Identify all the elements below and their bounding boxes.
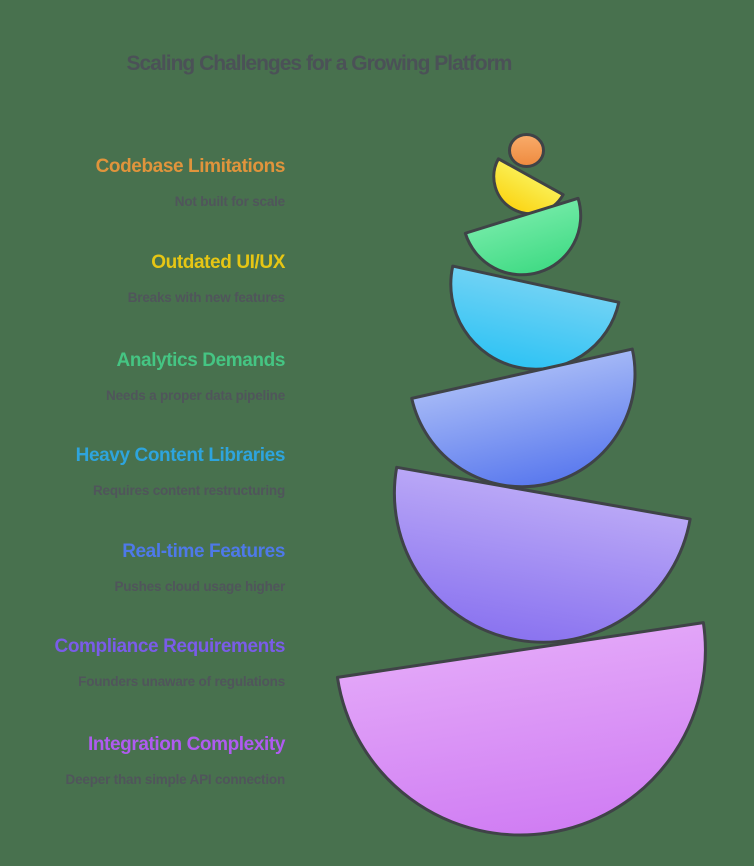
half-integration-complexity [335, 621, 707, 837]
challenge-item-integration-complexity: Integration Complexity Deeper than simpl… [65, 734, 286, 789]
item-subtitle: Deeper than simple API connection [65, 772, 286, 787]
challenge-item-compliance-requirements: Compliance Requirements Founders unaware… [54, 636, 286, 691]
half-heavy-content-libraries [449, 264, 621, 371]
half-real-time-features [410, 347, 637, 489]
item-label: Heavy Content Libraries [75, 445, 286, 466]
item-label: Compliance Requirements [54, 636, 286, 657]
challenge-item-codebase-limitations: Codebase Limitations Not built for scale [95, 156, 286, 211]
item-subtitle: Pushes cloud usage higher [114, 579, 285, 594]
item-label: Integration Complexity [87, 734, 285, 755]
challenge-item-outdated-uiux: Outdated UI/UX Breaks with new features [127, 252, 286, 307]
item-label: Analytics Demands [116, 350, 286, 371]
item-label: Outdated UI/UX [151, 252, 285, 273]
item-label: Real-time Features [122, 541, 285, 562]
half-analytics-demands [463, 196, 583, 277]
disc-codebase-limitations [508, 133, 545, 168]
challenge-item-analytics-demands: Analytics Demands Needs a proper data pi… [106, 350, 285, 405]
item-label: Codebase Limitations [95, 156, 286, 177]
challenge-item-real-time-features: Real-time Features Pushes cloud usage hi… [114, 541, 285, 596]
page-title: Scaling Challenges for a Growing Platfor… [126, 52, 513, 75]
half-compliance-requirements [392, 465, 692, 644]
item-subtitle: Needs a proper data pipeline [106, 388, 285, 403]
item-subtitle: Breaks with new features [127, 290, 285, 305]
item-subtitle: Founders unaware of regulations [78, 674, 285, 689]
item-subtitle: Requires content restructuring [92, 483, 285, 498]
challenge-item-heavy-content-libraries: Heavy Content Libraries Requires content… [75, 445, 286, 500]
funnel-shapes [335, 133, 707, 837]
item-subtitle: Not built for scale [174, 194, 285, 209]
